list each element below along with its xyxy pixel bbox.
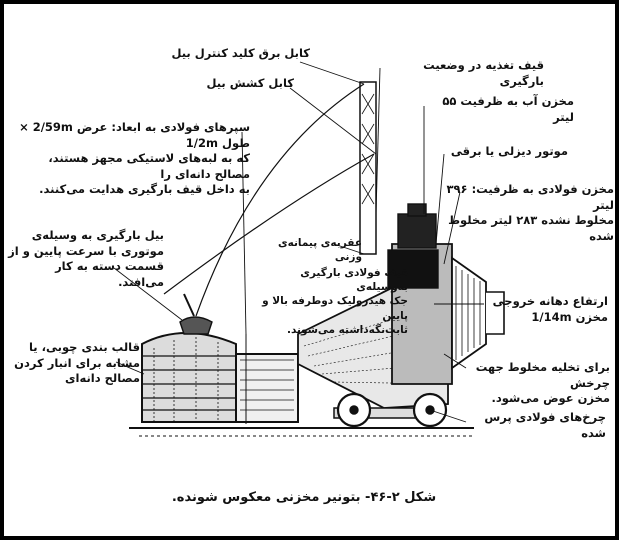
steel-plates [235, 353, 299, 423]
label-loading-hopper: قیف فولادی بارگیری به‌وسیله‌ی جک هیدرولی… [262, 267, 408, 336]
label-feed-hopper: قیف تغذیه در وضعیت بارگیری [423, 58, 544, 88]
label-outlet-height: ارتفاع دهانه خروجی مخزن 1/14m [492, 294, 608, 324]
label-shovel: بیل بارگیری به وسیله‌ی موتوری با سرعت پا… [8, 228, 164, 289]
label-pull-cable: کابل کشش بیل [206, 76, 294, 90]
mast [359, 81, 377, 255]
mixer-illustration [113, 61, 505, 437]
wood-bin [141, 332, 237, 423]
label-steel-plates: سپرهای فولادی به ابعاد: عرض 2/59m × طول … [19, 120, 250, 197]
label-control-cable: کابل برق کلید کنترل بیل [171, 46, 310, 60]
label-rotation: برای تخلیه مخلوط جهت چرخش مخزن عوض می‌شو… [475, 360, 610, 406]
pull-cable [163, 153, 375, 295]
control-cable [195, 83, 365, 317]
figure-frame: کابل برق کلید کنترل بیل کابل کشش بیل سپر… [4, 4, 615, 536]
label-steel-tank: مخزن فولادی به ظرفیت: ۳۹۶ لیتر مخلوط نشد… [446, 182, 614, 243]
label-wheels: چرخ‌های فولادی پرس شده [484, 410, 606, 440]
shovel-bucket [179, 293, 213, 335]
wheel-left [336, 392, 372, 428]
label-diesel-motor: موتور دیزلی یا برقی [450, 144, 568, 158]
label-water-tank: مخزن آب به ظرفیت ۵۵ لیتر [442, 94, 574, 124]
leader-lines [113, 61, 484, 423]
label-weigh-gauge: عقربه‌ی پیمانه‌ی وزنی [278, 237, 362, 264]
figure-caption: شکل ۲-۴۶- بتونیر مخزنی معکوس شونده. [171, 490, 437, 505]
label-wood-frame: قالب بندی چوبی، یا مشابه برای انبار کردن… [14, 340, 140, 386]
motor-block [387, 203, 439, 289]
